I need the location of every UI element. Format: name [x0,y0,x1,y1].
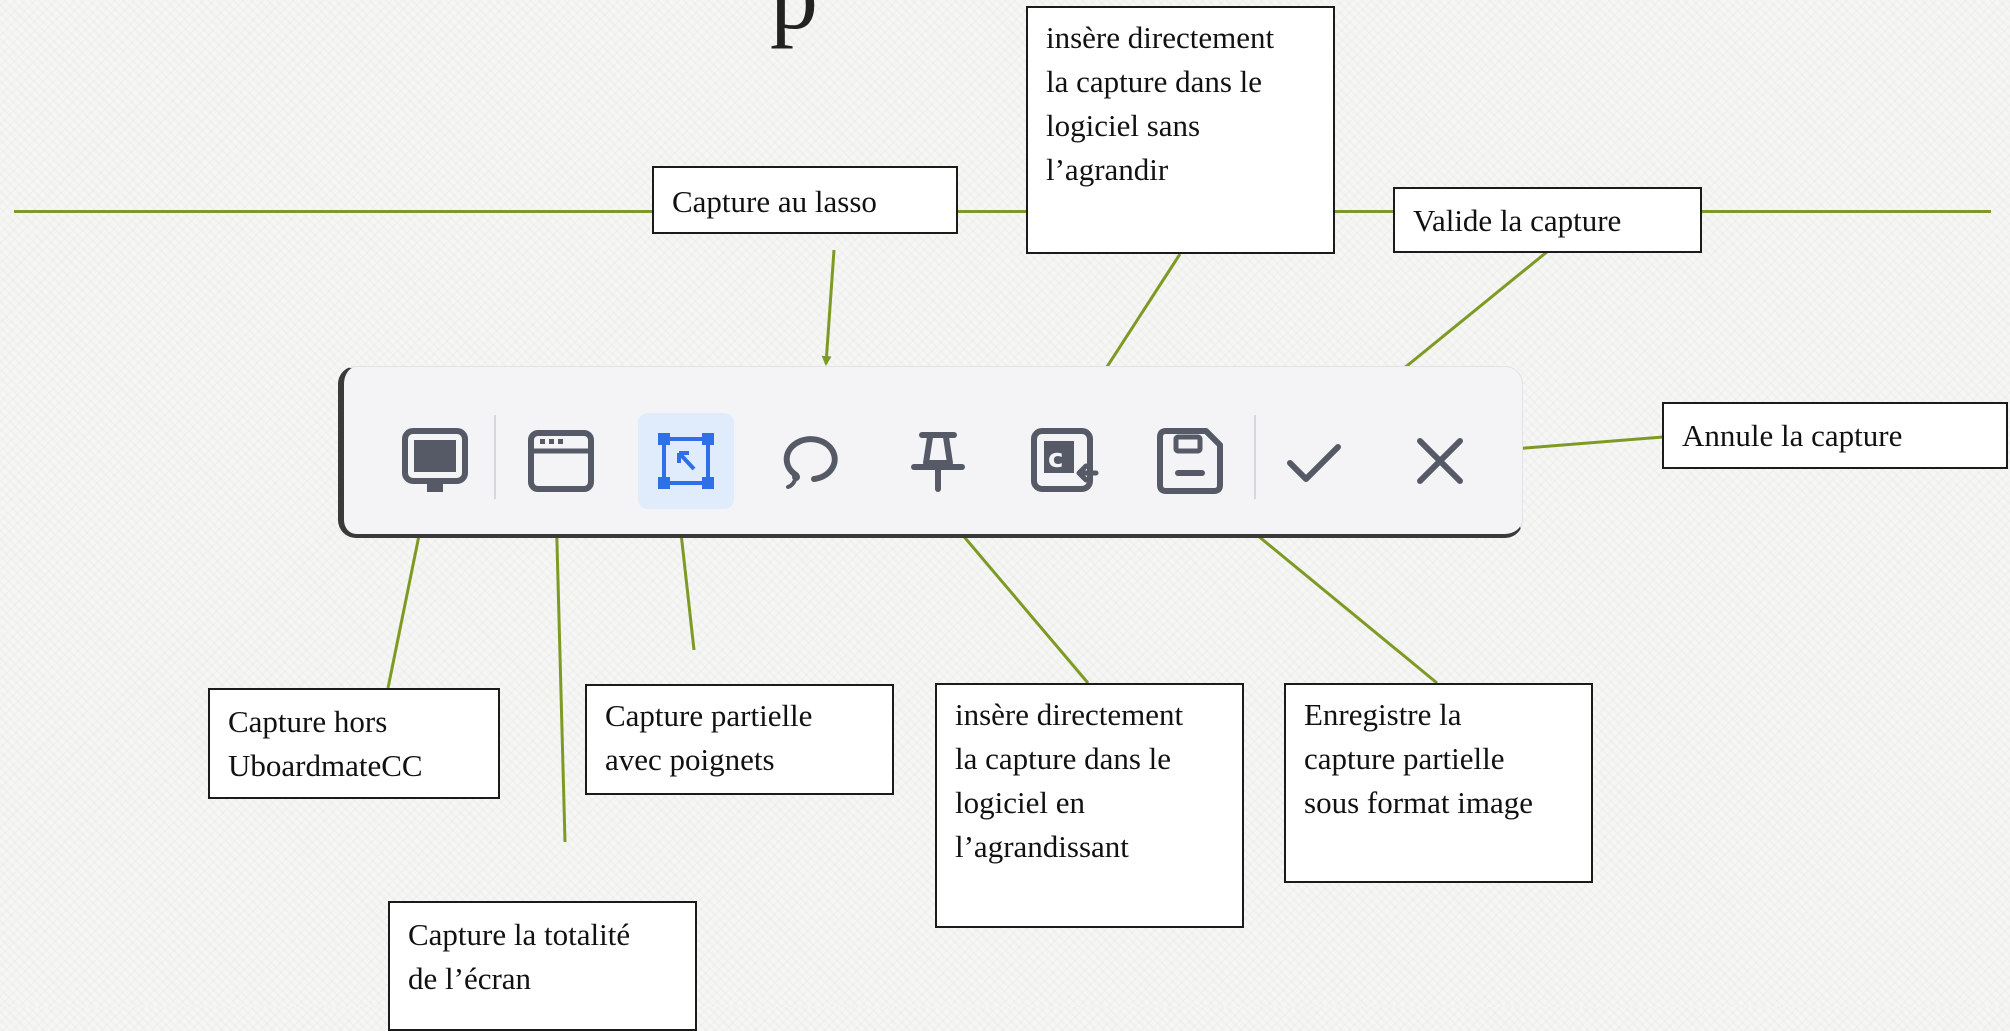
callout-line: Capture partielle [605,698,813,733]
capture-window-button[interactable] [513,413,609,509]
callout-line: insère directement [955,697,1184,732]
toolbar-separator [1254,415,1256,499]
insert-capture-icon: c [1031,428,1099,492]
callout-line: avec poignets [605,742,775,777]
callout-line: logiciel en [955,785,1085,820]
callout-save: Enregistre la capture partielle sous for… [1284,683,1593,883]
callout-cancel: Annule la capture [1662,402,2008,469]
callout-insert-no-zoom: insère directement la capture dans le lo… [1026,6,1335,254]
rule-segment-mid1 [957,210,1027,213]
callout-line: l’agrandir [1046,152,1169,187]
callout-line: de l’écran [408,961,532,996]
pin-insert-button[interactable] [890,413,986,509]
callout-validate: Valide la capture [1393,187,1702,253]
toolbar-separator [494,415,496,499]
rule-segment-mid2 [1334,210,1394,213]
callout-line: la capture dans le [1046,64,1263,99]
callout-line: insère directement [1046,20,1275,55]
callout-lasso-line: Capture au lasso [672,184,877,219]
save-capture-button[interactable] [1142,413,1238,509]
rule-segment-left [14,210,652,213]
partial-capture-handles-icon [658,433,714,489]
callout-insert-zoom: insère directement la capture dans le lo… [935,683,1244,928]
arrow-fullscreen [551,504,567,843]
cancel-button[interactable] [1392,413,1488,509]
callout-fullscreen: Capture la totalité de l’écran [388,901,697,1031]
title-fragment: p [770,0,818,51]
callout-partial: Capture partielle avec poignets [585,684,894,795]
capture-lasso-button[interactable] [764,413,860,509]
capture-outside-button[interactable] [387,413,483,509]
callout-validate-line: Valide la capture [1413,203,1622,238]
callout-line: Capture hors [228,704,388,739]
validate-button[interactable] [1266,413,1362,509]
svg-text:c: c [1048,444,1063,474]
lasso-icon [783,436,838,489]
callout-line: la capture dans le [955,741,1172,776]
arrow-lasso [821,249,836,366]
capture-toolbar: c [338,366,1523,538]
rule-segment-right [1701,210,1991,213]
callout-line: Capture la totalité [408,917,631,952]
callout-line: logiciel sans [1046,108,1201,143]
insert-capture-button[interactable]: c [1016,413,1112,509]
pin-icon [911,432,965,492]
check-icon [1287,444,1341,482]
monitor-icon [402,428,468,492]
callout-line: UboardmateCC [228,748,423,783]
callout-outside: Capture hors UboardmateCC [208,688,500,799]
callout-line: l’agrandissant [955,829,1129,864]
callout-lasso: Capture au lasso [652,166,958,234]
callout-cancel-line: Annule la capture [1682,418,1903,453]
window-icon [528,430,594,492]
save-icon [1157,428,1223,494]
close-icon [1417,438,1463,484]
callout-line: capture partielle [1304,741,1505,776]
capture-partial-button[interactable] [638,413,734,509]
callout-line: sous format image [1304,785,1534,820]
callout-line: Enregistre la [1304,697,1462,732]
